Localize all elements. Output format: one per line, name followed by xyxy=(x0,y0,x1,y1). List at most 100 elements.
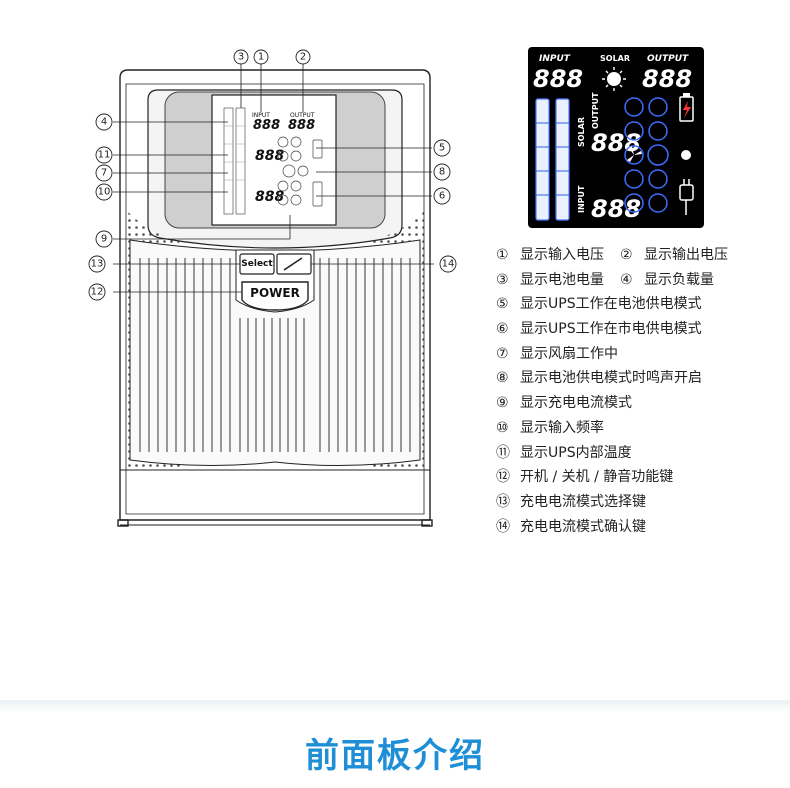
callouts: 3 1 2 4 11 7 10 5 8 6 9 13 12 14 xyxy=(88,49,457,301)
callout-2: 2 xyxy=(295,49,311,65)
lcd-solar-text: SOLAR xyxy=(600,54,630,63)
legend-text: 显示输入电压 xyxy=(520,247,604,263)
svg-text:10: 10 xyxy=(98,187,111,198)
legend-number: ⑬ xyxy=(496,493,510,510)
legend-row: ⑦ 显示风扇工作中 xyxy=(496,342,786,367)
callout-13: 13 xyxy=(88,255,106,273)
lcd-output-digits: 888 xyxy=(288,118,315,133)
legend-text: 显示输入频率 xyxy=(520,419,604,436)
legend-number: ⑫ xyxy=(496,469,510,486)
legend-text: 显示UPS工作在市电供电模式 xyxy=(520,321,702,338)
power-button-label: POWER xyxy=(250,286,300,300)
legend-row: ① 显示输入电压 ② 显示输出电压 xyxy=(496,243,786,268)
callout-10: 10 xyxy=(95,183,113,201)
temp-sun-icon xyxy=(681,150,691,160)
confirm-button[interactable] xyxy=(276,253,312,275)
svg-text:11: 11 xyxy=(98,150,111,161)
svg-text:12: 12 xyxy=(91,287,104,298)
callout-1: 1 xyxy=(253,49,269,65)
svg-text:7: 7 xyxy=(101,168,107,179)
callout-9: 9 xyxy=(95,230,113,248)
lcd-output-digits-big: 888 xyxy=(642,65,692,93)
front-grille xyxy=(126,210,424,470)
legend-number: ⑧ xyxy=(496,370,509,387)
legend-number: ⑥ xyxy=(496,321,509,338)
legend-text: 显示UPS内部温度 xyxy=(520,444,632,461)
legend-text: 显示UPS工作在电池供电模式 xyxy=(520,296,702,313)
legend-number: ⑨ xyxy=(496,395,509,412)
legend-text: 充电电流模式选择键 xyxy=(520,493,646,510)
select-button-label: Select xyxy=(241,259,273,269)
battery-icon xyxy=(679,93,694,122)
legend-row: ⑩ 显示输入频率 xyxy=(496,416,786,441)
svg-text:888: 888 xyxy=(255,148,284,164)
legend-row: ⑬ 充电电流模式选择键 xyxy=(496,490,786,515)
leader-lines xyxy=(113,64,434,293)
enter-slash-icon xyxy=(283,257,303,271)
plug-icon xyxy=(679,179,694,215)
power-button[interactable]: POWER xyxy=(241,281,309,311)
svg-text:2: 2 xyxy=(300,52,306,63)
section-title: 前面板介绍 xyxy=(305,736,485,776)
svg-text:1: 1 xyxy=(258,52,264,63)
legend-number: ⑪ xyxy=(496,444,510,461)
svg-text:8: 8 xyxy=(439,167,445,178)
lcd-reference-display: INPUT SOLAR OUTPUT 888 888 888 888 xyxy=(528,47,704,228)
callout-12: 12 xyxy=(88,283,106,301)
legend-row: ⑪ 显示UPS内部温度 xyxy=(496,441,786,466)
sun-icon xyxy=(602,67,626,91)
legend-text: 开机 / 关机 / 静音功能键 xyxy=(520,469,674,486)
footer-band xyxy=(0,700,790,788)
lcd-bottom-digits: 888 xyxy=(591,195,641,223)
lcd-input-text: INPUT xyxy=(539,54,571,64)
legend-text: 显示风扇工作中 xyxy=(520,345,618,362)
legend-row: ⑨ 显示充电电流模式 xyxy=(496,391,786,416)
svg-text:3: 3 xyxy=(238,52,244,63)
callout-4: 4 xyxy=(95,113,113,131)
legend-number: ① xyxy=(496,247,509,263)
select-button[interactable]: Select xyxy=(239,253,275,275)
svg-text:6: 6 xyxy=(439,191,445,202)
svg-text:13: 13 xyxy=(91,259,104,270)
load-bar xyxy=(535,98,570,221)
legend-row: ⑧ 显示电池供电模式时鸣声开启 xyxy=(496,366,786,391)
callout-3: 3 xyxy=(233,49,249,65)
legend-number: ② xyxy=(620,247,633,263)
svg-text:4: 4 xyxy=(101,117,107,128)
legend-row: ⑤ 显示UPS工作在电池供电模式 xyxy=(496,292,786,317)
callout-8: 8 xyxy=(433,163,451,181)
display-bezel xyxy=(147,89,403,249)
legend-text: 显示充电电流模式 xyxy=(520,395,632,412)
lcd-output-label: OUTPUT xyxy=(290,112,315,119)
callout-6: 6 xyxy=(433,187,451,205)
callout-7: 7 xyxy=(95,164,113,182)
legend-number: ⑦ xyxy=(496,345,509,362)
legend-text: 显示负载量 xyxy=(644,271,714,288)
svg-text:9: 9 xyxy=(101,234,107,245)
svg-text:14: 14 xyxy=(442,259,455,270)
lcd-vertical-output: OUTPUT xyxy=(591,92,600,129)
legend-number: ③ xyxy=(496,271,509,288)
callout-5: 5 xyxy=(433,139,451,157)
lcd-input-label: INPUT xyxy=(252,112,270,119)
lcd-output-text: OUTPUT xyxy=(647,54,689,64)
svg-text:888: 888 xyxy=(255,189,284,205)
legend-text: 显示输出电压 xyxy=(644,247,728,263)
status-icons xyxy=(624,97,669,213)
lcd-mid-digits: 888 xyxy=(591,129,641,157)
fan-icon xyxy=(627,146,642,162)
callout-14: 14 xyxy=(439,255,457,273)
lcd-vertical-input: INPUT xyxy=(577,185,586,213)
lcd-input-digits: 888 xyxy=(253,118,280,133)
legend-row: ⑥ 显示UPS工作在市电供电模式 xyxy=(496,317,786,342)
legend-text: 显示电池供电模式时鸣声开启 xyxy=(520,370,702,387)
legend-number: ⑤ xyxy=(496,296,509,313)
legend-text: 充电电流模式确认键 xyxy=(520,518,646,535)
legend-number: ⑩ xyxy=(496,419,509,436)
device-lcd: INPUT OUTPUT 888 888 888 888 xyxy=(223,107,323,215)
svg-text:5: 5 xyxy=(439,143,445,154)
